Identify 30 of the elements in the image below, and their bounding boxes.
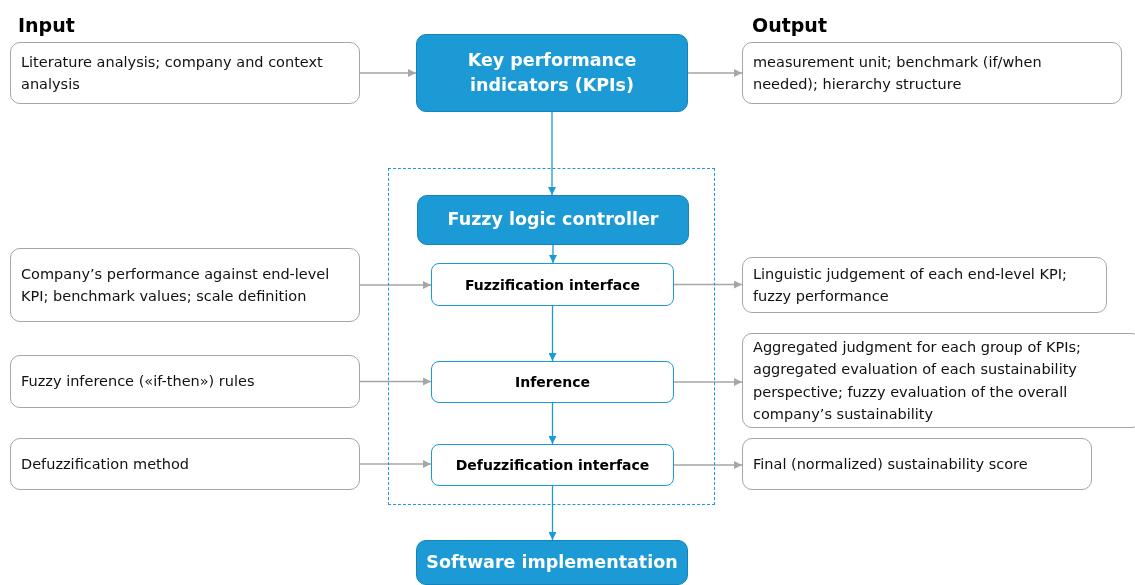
text-box: Aggregated judgment for each group of KPIs; aggregated evaluation of each sustainability perspective; fuzzy evaluation of the overall company’s sustainability	[742, 333, 1135, 428]
column-heading: Input	[18, 14, 75, 36]
text-box: Defuzzification method	[10, 438, 360, 490]
arrow	[359, 460, 432, 468]
dashed-group-box	[388, 168, 715, 505]
arrow	[673, 461, 743, 469]
process-box: Software implementation	[416, 540, 688, 585]
arrow	[548, 111, 556, 196]
step-box: Inference	[431, 361, 674, 403]
process-box: Key performance indicators (KPIs)	[416, 34, 688, 112]
arrow	[549, 244, 557, 264]
arrow	[673, 280, 743, 289]
arrow	[548, 485, 557, 541]
text-box: Linguistic judgement of each end-level KPI; fuzzy performance	[742, 257, 1107, 313]
arrow	[359, 377, 432, 386]
arrow	[359, 69, 417, 77]
text-box: Literature analysis; company and context analysis	[10, 42, 360, 104]
arrow	[548, 305, 557, 362]
text-box: Fuzzy inference («if-then») rules	[10, 355, 360, 408]
step-box: Defuzzification interface	[431, 444, 674, 486]
text-box: measurement unit; benchmark (if/when needed); hierarchy structure	[742, 42, 1122, 104]
step-box: Fuzzification interface	[431, 263, 674, 306]
arrow	[687, 69, 743, 77]
arrow	[548, 402, 557, 445]
arrow	[359, 281, 432, 289]
column-heading: Output	[752, 14, 827, 36]
process-box: Fuzzy logic controller	[417, 195, 689, 245]
arrow	[673, 378, 743, 386]
text-box: Final (normalized) sustainability score	[742, 438, 1092, 490]
text-box: Company’s performance against end-level KPI; benchmark values; scale definition	[10, 248, 360, 322]
